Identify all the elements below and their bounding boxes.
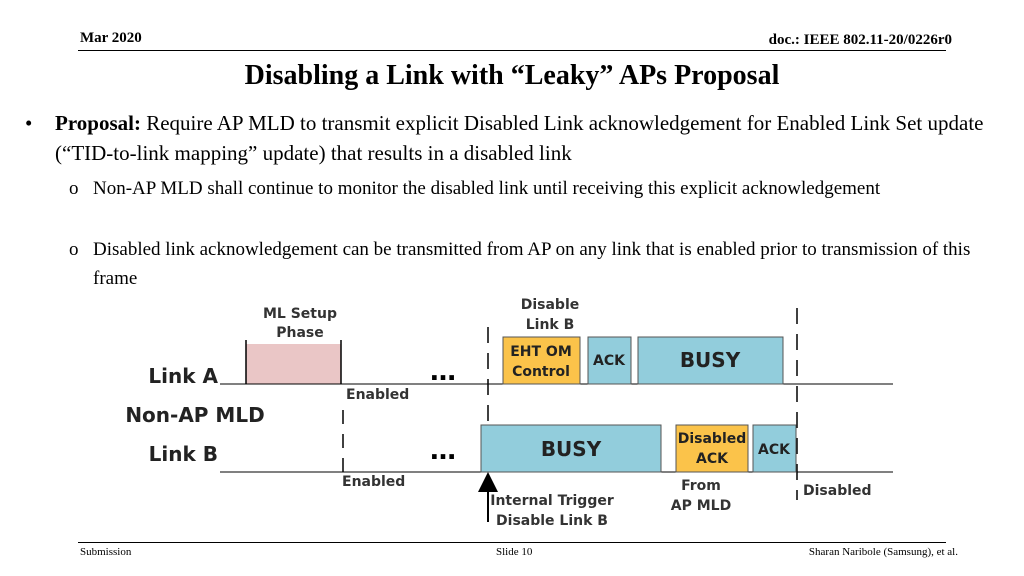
ack-box-link-b [752,424,797,473]
header-date: Mar 2020 [80,30,142,46]
sub-bullet-2: o Disabled link acknowledgement can be t… [69,235,993,293]
from-ap-mld-label: AP MLD [671,498,731,514]
ack-label-link-a: ACK [593,353,626,369]
ellipsis-link-b: … [430,436,456,466]
internal-trigger-label: Internal Trigger [490,493,614,509]
enabled-a-label: Enabled [346,387,409,403]
bullet-text: Require AP MLD to transmit explicit Disa… [55,111,984,165]
disable-link-b-label: Disable [521,297,580,313]
link-b-label: Link B [149,442,218,466]
disabled-ack-box [675,424,749,473]
circle-bullet-icon: o [69,178,79,199]
ml-setup-region [246,344,341,384]
header-doc-id: doc.: IEEE 802.11-20/0226r0 [768,32,952,48]
footer-slide-number: Slide 10 [496,546,533,558]
enabled-b-label: Enabled [342,474,405,490]
ml-setup-label: ML Setup [263,306,337,322]
disabled-ack-label: Disabled [678,431,747,447]
from-ap-mld-label: From [681,478,721,494]
non-ap-mld-label: Non-AP MLD [125,403,264,427]
internal-trigger-label: Disable Link B [496,513,608,529]
sub-bullet-text: Non-AP MLD shall continue to monitor the… [93,178,881,199]
sub-bullet-text: Disabled link acknowledgement can be tra… [93,239,971,289]
bullet-dot-icon: • [25,111,33,135]
slide-title: Disabling a Link with “Leaky” APs Propos… [244,60,780,91]
disable-link-b-label: Link B [526,317,575,333]
link-a-label: Link A [148,364,218,388]
circle-bullet-icon: o [69,239,79,260]
disabled-label: Disabled [803,483,872,499]
busy-box-link-a [637,336,784,385]
footer-divider [78,542,946,543]
eht-om-control-box [502,336,581,385]
busy-label-link-a: BUSY [680,348,741,372]
busy-label-link-b: BUSY [541,437,602,461]
footer-author: Sharan Naribole (Samsung), et al. [808,546,958,558]
main-bullet: • Proposal: Require AP MLD to transmit e… [25,108,985,168]
eht-om-control-label: Control [512,364,570,380]
disabled-ack-label: ACK [696,451,729,467]
busy-box-link-b [480,424,662,473]
eht-om-control-label: EHT OM [510,344,572,360]
sub-bullet-1: o Non-AP MLD shall continue to monitor t… [69,174,993,203]
ml-setup-label: Phase [276,325,324,341]
bullet-lead: Proposal: [55,111,141,135]
ack-box-link-a [587,336,632,385]
header-divider [78,50,946,51]
ellipsis-link-a: … [430,357,456,387]
ack-label-link-b: ACK [758,442,791,458]
footer-submission: Submission [80,546,132,558]
